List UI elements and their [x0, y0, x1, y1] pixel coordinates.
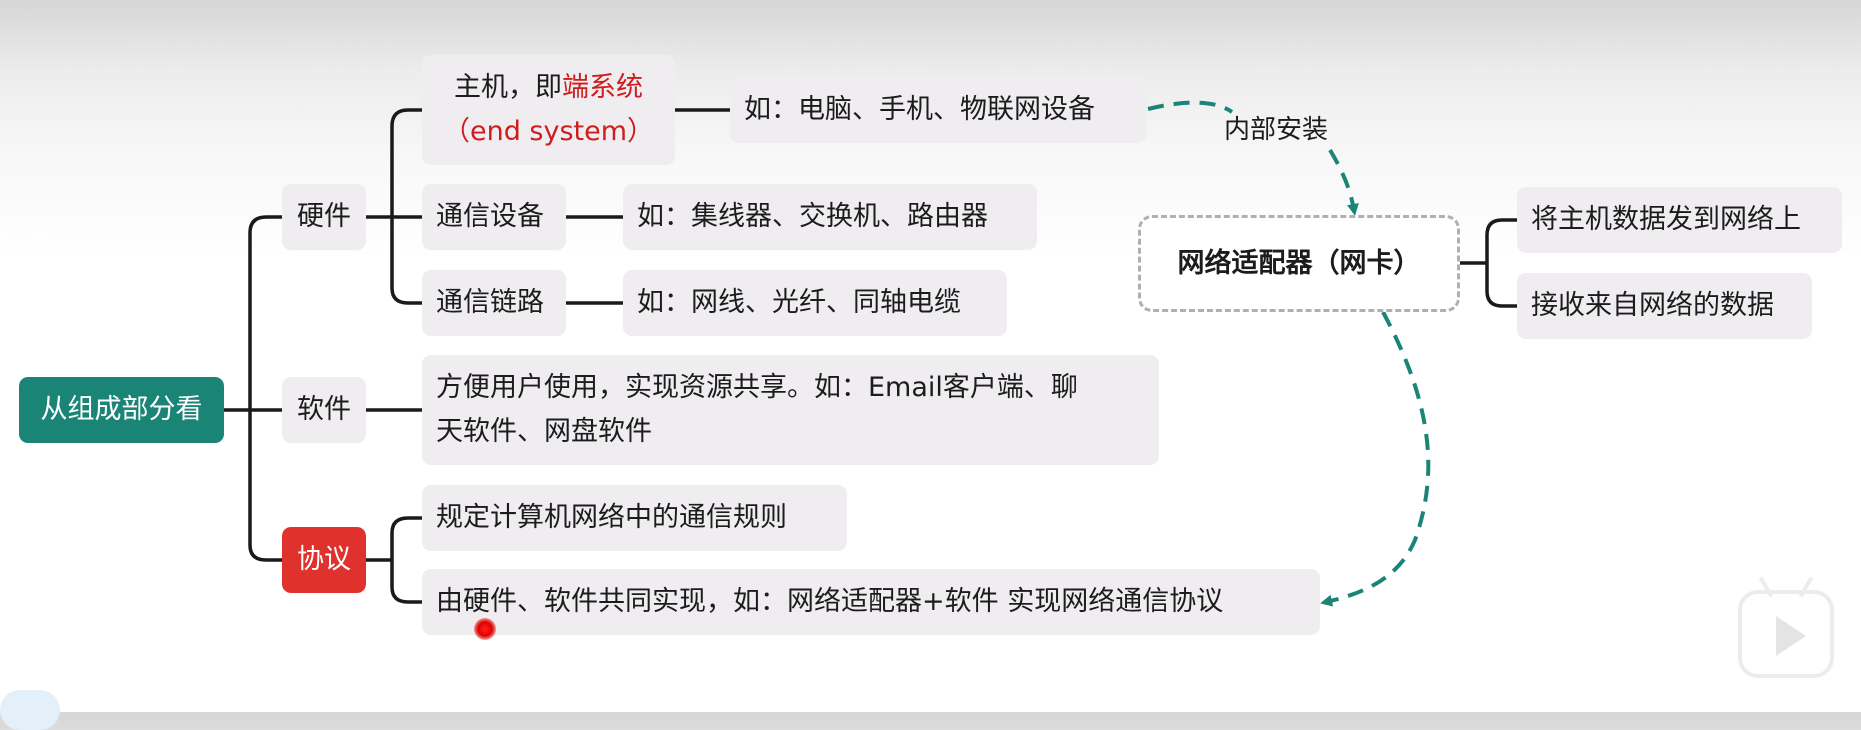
- connector-hardware-host: [390, 108, 422, 217]
- connector-protocol-item2: [390, 560, 422, 604]
- play-logo-icon: [1738, 576, 1834, 678]
- mindmap-connectors: [224, 100, 1517, 607]
- tree-connectors: [224, 108, 1517, 604]
- root-node: 从组成部分看: [19, 377, 224, 443]
- connector-adapter-func1: [1485, 218, 1517, 263]
- software-node: 软件: [282, 377, 366, 443]
- arrow-host-to-adapter-2: [1328, 148, 1359, 216]
- cursor-dot: [474, 618, 496, 640]
- dashed-arrows: [1147, 100, 1431, 607]
- connector-root-protocol: [248, 410, 282, 562]
- corner-decoration: [0, 690, 60, 730]
- connector-adapter-func2: [1485, 263, 1517, 308]
- adapter-node: 网络适配器（网卡）: [1138, 215, 1460, 312]
- comm-device-example: 如：集线器、交换机、路由器: [623, 184, 1037, 250]
- connector-root-hardware: [248, 215, 282, 410]
- protocol-item1: 规定计算机网络中的通信规则: [422, 485, 847, 551]
- host-line1: 主机，即端系统: [436, 66, 661, 110]
- host-prefix: 主机，即: [454, 72, 562, 103]
- protocol-item2: 由硬件、软件共同实现，如：网络适配器+软件 实现网络通信协议: [422, 569, 1320, 635]
- connector-hardware-link: [390, 217, 422, 305]
- adapter-func2: 接收来自网络的数据: [1517, 273, 1812, 339]
- comm-link-node: 通信链路: [422, 270, 566, 336]
- adapter-func1: 将主机数据发到网络上: [1517, 187, 1842, 253]
- host-example: 如：电脑、手机、物联网设备: [730, 77, 1146, 143]
- software-desc-line1: 方便用户使用，实现资源共享。如：Email客户端、聊: [436, 372, 1078, 403]
- hardware-node: 硬件: [282, 184, 366, 250]
- software-desc-line2: 天软件、网盘软件: [436, 416, 652, 447]
- host-node: 主机，即端系统 （end system）: [422, 55, 675, 165]
- connector-protocol-item1: [390, 516, 422, 560]
- arrow-adapter-to-protocol: [1320, 311, 1431, 607]
- comm-device-node: 通信设备: [422, 184, 566, 250]
- software-desc: 方便用户使用，实现资源共享。如：Email客户端、聊 天软件、网盘软件: [422, 355, 1159, 465]
- comm-link-example: 如：网线、光纤、同轴电缆: [623, 270, 1007, 336]
- protocol-node: 协议: [282, 527, 366, 593]
- install-arrow-label: 内部安装: [1224, 115, 1329, 145]
- host-highlight: 端系统: [562, 72, 643, 103]
- arrow-host-to-adapter: [1147, 100, 1234, 114]
- host-line2: （end system）: [442, 116, 655, 147]
